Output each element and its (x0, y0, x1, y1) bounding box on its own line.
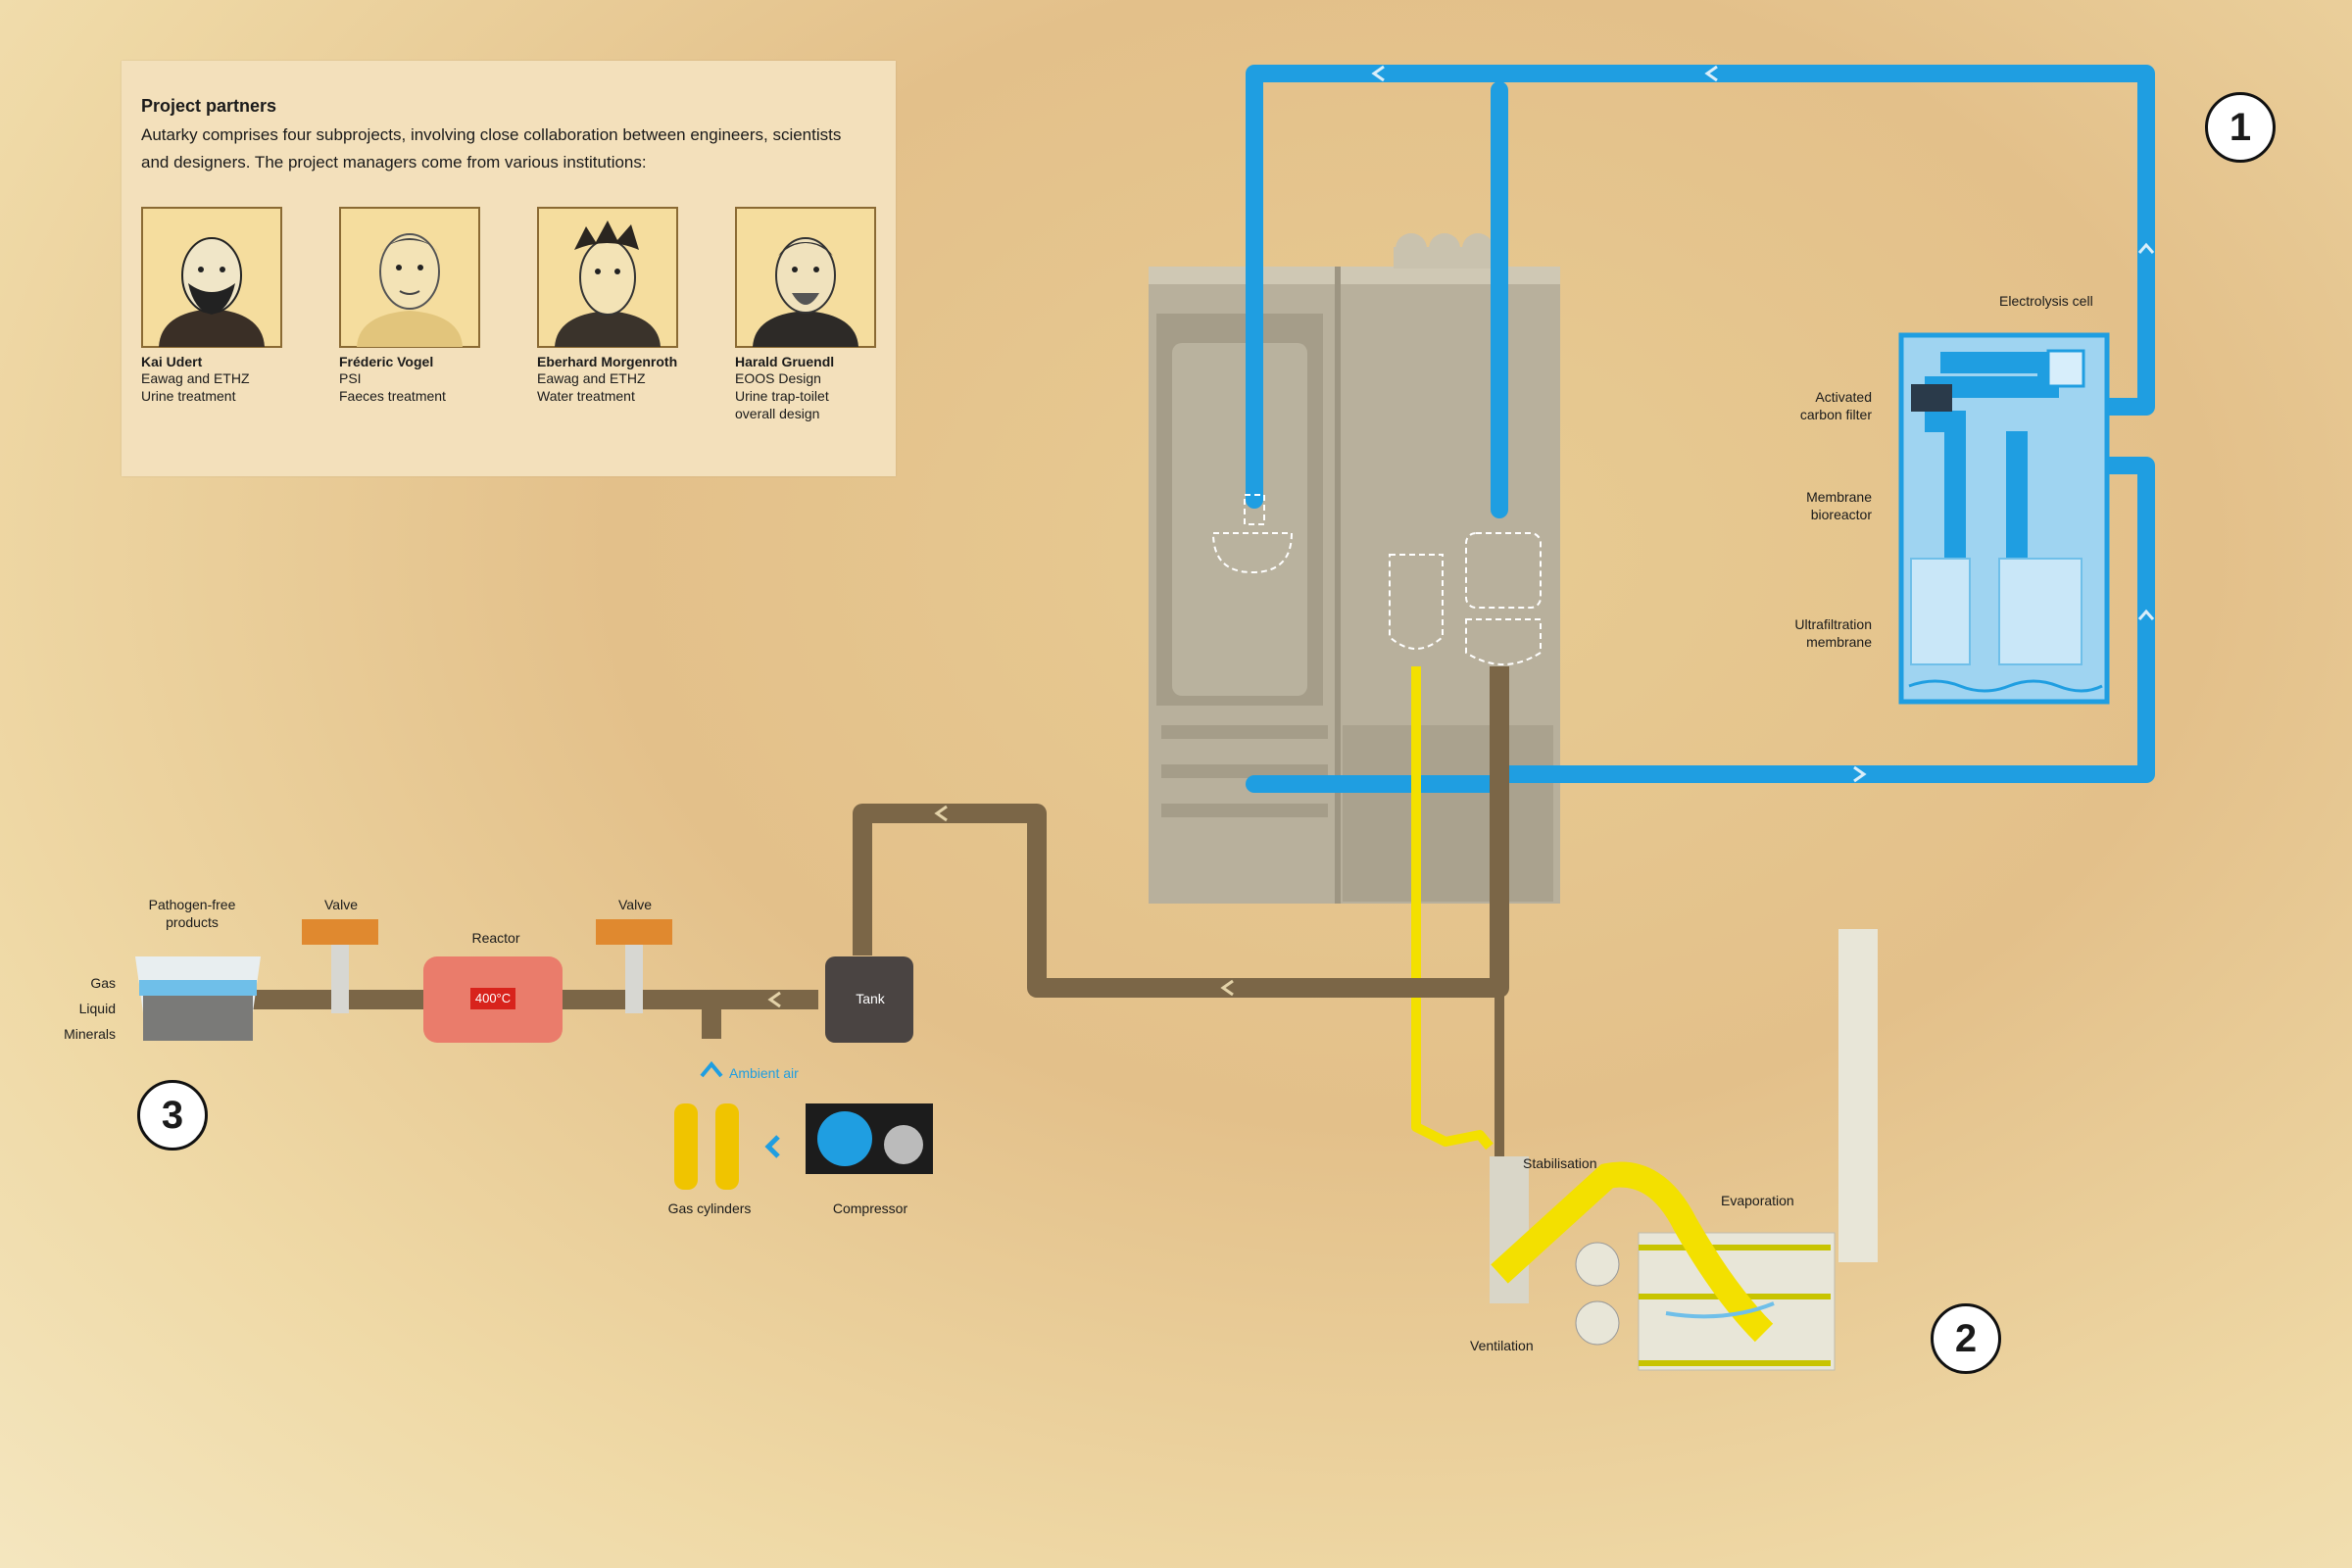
label-carbon-filter-1: Activated (1815, 389, 1872, 405)
toilet-cabinet (1149, 233, 1560, 904)
partner-card: Eberhard Morgenroth Eawag and ETHZ Water… (537, 207, 704, 405)
partner-name: Harald Gruendl (735, 354, 835, 369)
partner-role: Faeces treatment (339, 388, 446, 404)
partner-role: Urine treatment (141, 388, 236, 404)
section-badge-1: 1 (2205, 92, 2276, 163)
label-ambient-air: Ambient air (729, 1065, 799, 1081)
tank-vessel (825, 956, 913, 1043)
partner-card: Fréderic Vogel PSI Faeces treatment (339, 207, 506, 405)
label-electrolysis-cell: Electrolysis cell (1999, 293, 2093, 309)
partner-name: Fréderic Vogel (339, 354, 434, 369)
partners-panel: Project partners Autarky comprises four … (122, 61, 896, 476)
partner-role: Urine trap-toilet (735, 388, 829, 404)
evaporation-unit (1490, 929, 1878, 1371)
valve-left-icon (302, 919, 378, 945)
compressor-icon (806, 1103, 933, 1174)
valve-right-stem (625, 945, 643, 1013)
partner-affiliation: PSI (339, 370, 362, 386)
reactor-temp-display (470, 988, 515, 1009)
label-tank: Tank (856, 991, 885, 1006)
flow-arrows-brown (767, 805, 1234, 1008)
partner-affiliation: Eawag and ETHZ (537, 370, 646, 386)
label-membrane-bioreactor-2: bioreactor (1810, 507, 1872, 522)
partners-title: Project partners (141, 96, 277, 116)
valve-right-icon (596, 919, 672, 945)
label-valve-right: Valve (618, 897, 652, 912)
section-badge-2: 2 (1931, 1303, 2001, 1374)
label-gas-cylinders: Gas cylinders (667, 1200, 752, 1216)
partners-intro: Autarky comprises four subprojects, invo… (141, 125, 842, 172)
label-valve-left: Valve (324, 897, 358, 912)
section-badge-3: 3 (137, 1080, 208, 1151)
label-membrane-bioreactor-1: Membrane (1806, 489, 1872, 505)
ambient-air-arrow-icon (700, 1060, 723, 1078)
label-gas: Gas (90, 975, 116, 991)
reactor-temperature: 400°C (474, 991, 512, 1005)
flow-arrows-blue (1371, 65, 2155, 783)
portrait-kai-udert (141, 207, 282, 348)
label-pathogen-free-2: products (166, 914, 219, 930)
portrait-harald-gruendl (735, 207, 876, 348)
label-reactor: Reactor (471, 930, 520, 946)
label-minerals: Minerals (64, 1026, 116, 1042)
label-evaporation: Evaporation (1721, 1193, 1794, 1208)
compressor-arrow-icon (764, 1135, 780, 1158)
fixture-outlines (1211, 494, 1542, 665)
label-ventilation: Ventilation (1470, 1338, 1534, 1353)
label-ultrafiltration-1: Ultrafiltration (1794, 616, 1872, 632)
product-container (135, 956, 261, 1041)
urine-line (1411, 666, 1494, 1151)
partner-name: Eberhard Morgenroth (537, 354, 678, 369)
label-carbon-filter-2: carbon filter (1799, 407, 1872, 422)
valve-left-stem (331, 945, 349, 1013)
portrait-frederic-vogel (339, 207, 480, 348)
partner-card: Kai Udert Eawag and ETHZ Urine treatment (141, 207, 308, 405)
partner-role-extra: overall design (735, 406, 820, 421)
water-treatment-module (1898, 332, 2110, 705)
partner-role: Water treatment (537, 388, 635, 404)
partner-card: Harald Gruendl EOOS Design Urine trap-to… (735, 207, 902, 422)
partner-affiliation: Eawag and ETHZ (141, 370, 250, 386)
label-pathogen-free-1: Pathogen-free (148, 897, 236, 912)
portrait-eberhard-morgenroth (537, 207, 678, 348)
label-stabilisation: Stabilisation (1523, 1155, 1597, 1171)
label-liquid: Liquid (78, 1001, 116, 1016)
label-compressor: Compressor (832, 1200, 908, 1216)
partner-name: Kai Udert (141, 354, 203, 369)
label-ultrafiltration-2: membrane (1806, 634, 1872, 650)
gas-cylinders-icon (674, 1103, 739, 1190)
partner-affiliation: EOOS Design (735, 370, 821, 386)
